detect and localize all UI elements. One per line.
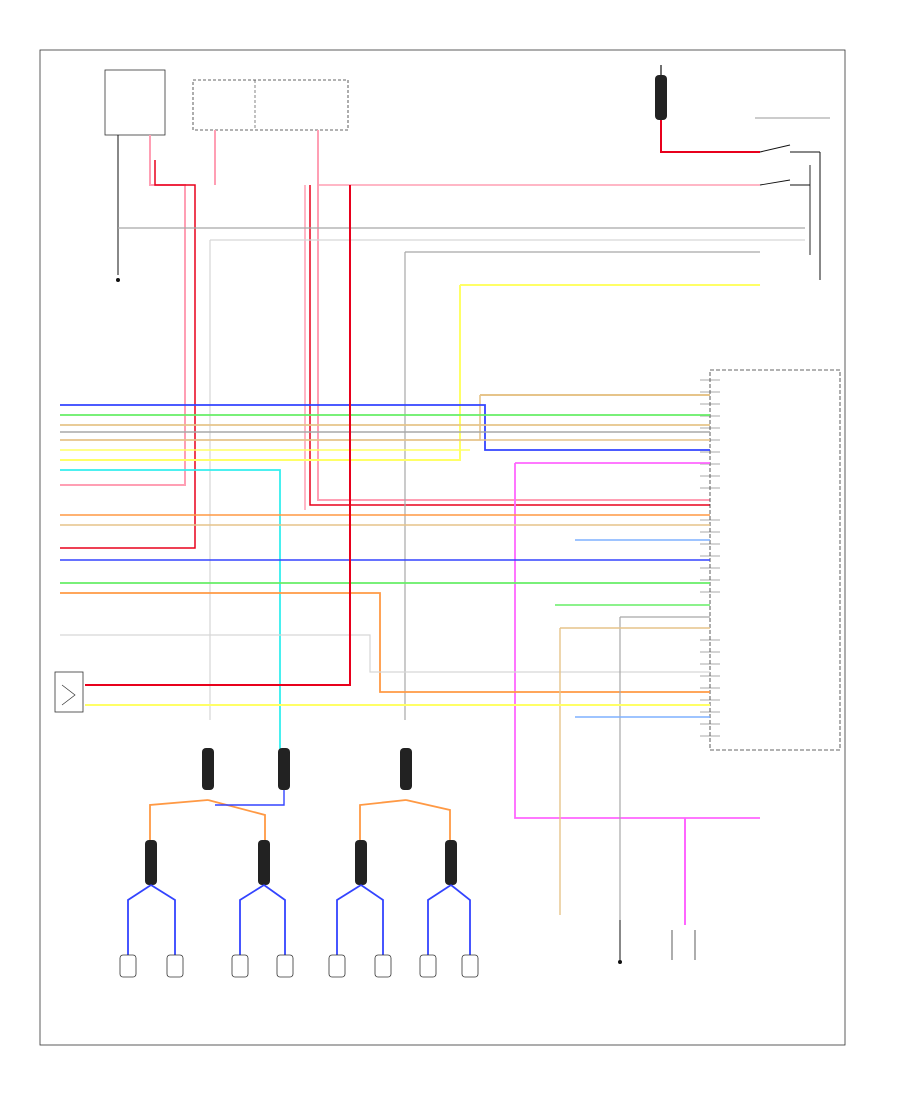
ground-symbol-top-left [116, 135, 120, 282]
module-output-wires [60, 130, 760, 549]
right-side-switch [759, 165, 811, 255]
injector-connectors [145, 840, 457, 885]
injector-feed-wires [127, 884, 471, 955]
diagram-frame [39, 49, 846, 1046]
bottom-right-grounds [618, 818, 696, 964]
main-harness-wires [60, 185, 760, 920]
top-signal-bus [60, 227, 805, 720]
top-left-module-box [104, 69, 166, 136]
splice-pack-left [149, 748, 290, 840]
fuel-injector-symbols [119, 954, 479, 978]
sensor-symbol [61, 684, 76, 706]
sensor-box-lower-left [54, 671, 84, 713]
pcm-connector-block [709, 369, 841, 751]
top-center-module-box [192, 79, 349, 131]
top-right-fuse-feed [655, 65, 830, 280]
splice-pack-right [359, 748, 451, 840]
